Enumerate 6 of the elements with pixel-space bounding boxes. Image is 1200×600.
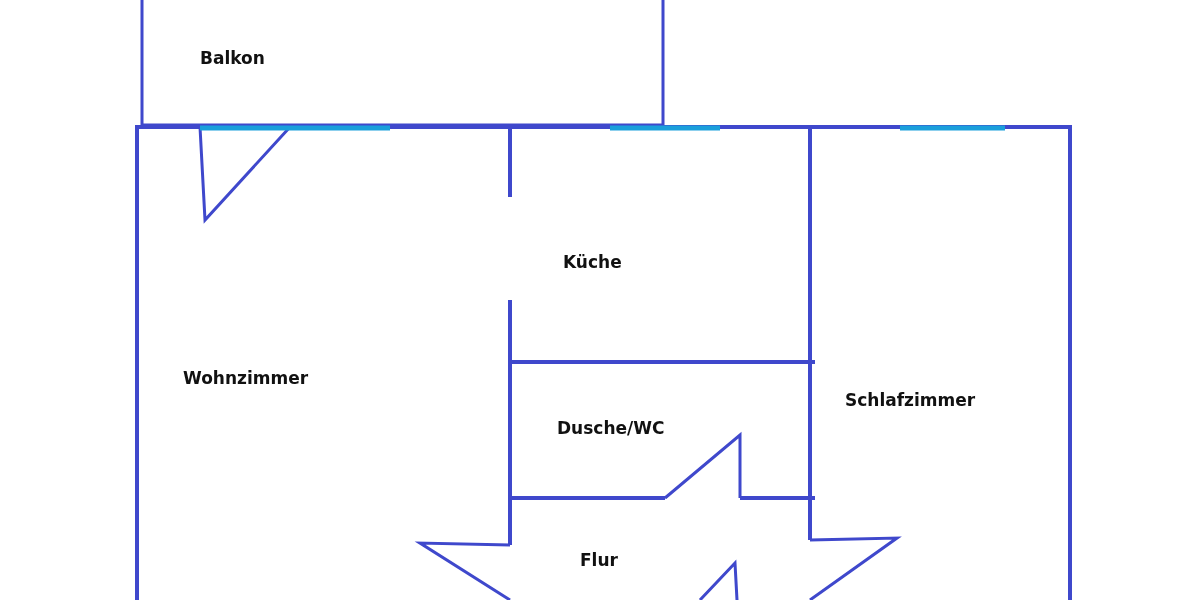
room-label: Dusche/WC	[557, 418, 665, 438]
room-label: Balkon	[200, 48, 265, 68]
room-label: Flur	[580, 550, 618, 570]
room-label: Küche	[563, 252, 622, 272]
room-label: Schlafzimmer	[845, 390, 976, 410]
room-label: Wohnzimmer	[183, 368, 309, 388]
